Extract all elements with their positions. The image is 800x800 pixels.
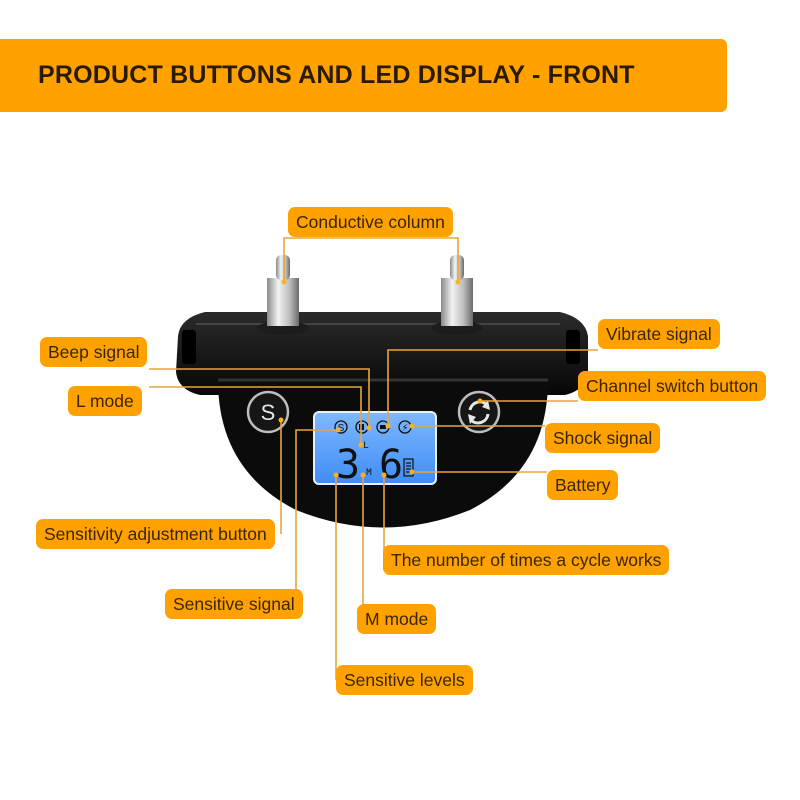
label-vibrate-signal: Vibrate signal (598, 319, 720, 349)
page-title: PRODUCT BUTTONS AND LED DISPLAY - FRONT (38, 61, 635, 89)
svg-text:⚡: ⚡ (401, 423, 408, 434)
lcd-display: S ⚡ 3 6 L M (313, 411, 437, 488)
label-channel-switch-button: Channel switch button (578, 371, 767, 401)
label-conductive-column: Conductive column (288, 207, 453, 237)
label-sensitive-signal: Sensitive signal (165, 589, 303, 619)
channel-switch-button[interactable] (457, 390, 501, 434)
label-sensitive-levels: Sensitive levels (336, 665, 473, 695)
svg-text:M: M (366, 468, 372, 478)
label-l-mode: L mode (68, 386, 142, 416)
title-banner: PRODUCT BUTTONS AND LED DISPLAY - FRONT (0, 39, 727, 112)
label-sensitivity-adjustment-button: Sensitivity adjustment button (36, 519, 275, 549)
conductive-post-right (431, 255, 483, 335)
lcd-digit-right: 6 (379, 442, 403, 488)
lcd-digit-left: 3 (336, 442, 360, 488)
svg-text:S: S (338, 423, 345, 434)
svg-text:S: S (261, 400, 276, 425)
leader-lines (149, 237, 598, 680)
label-m-mode: M mode (357, 604, 437, 634)
conductive-post-left (257, 255, 309, 335)
sensitivity-button[interactable]: S (246, 390, 290, 434)
label-shock-signal: Shock signal (545, 423, 661, 453)
label-cycle-works: The number of times a cycle works (383, 545, 670, 575)
label-battery: Battery (547, 470, 619, 500)
label-beep-signal: Beep signal (40, 337, 148, 367)
svg-text:L: L (363, 441, 368, 451)
